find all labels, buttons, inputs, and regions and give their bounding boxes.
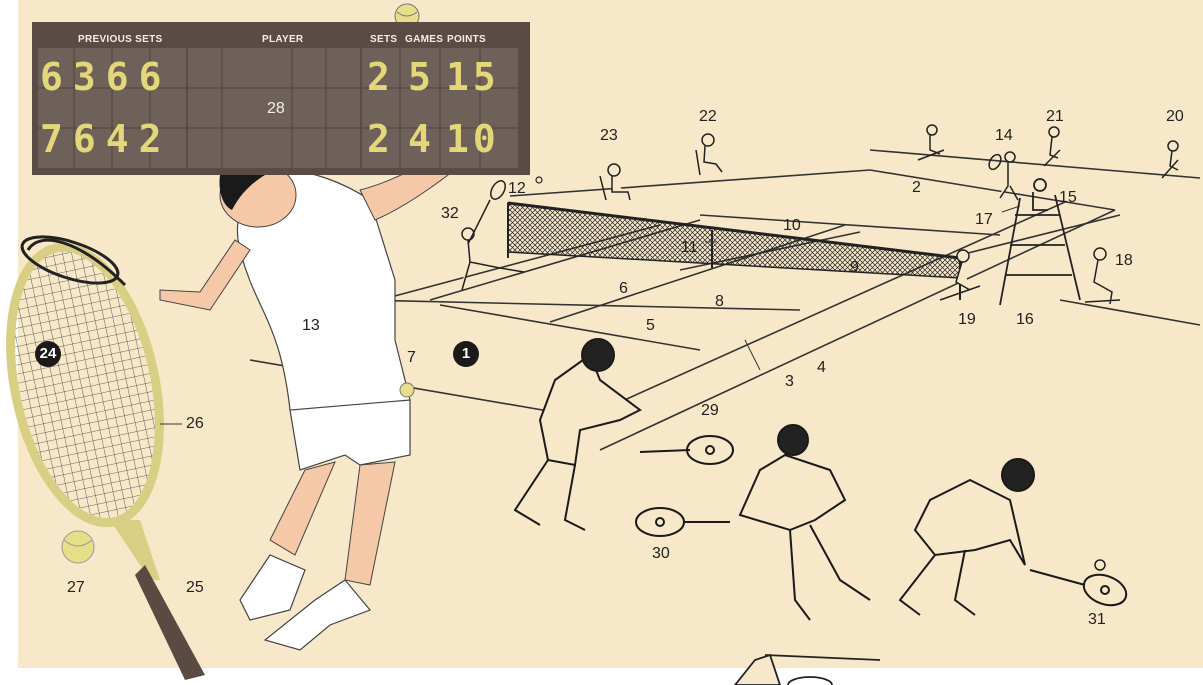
scoreboard-header-points: POINTS [447,34,486,45]
previous-sets-row2: 7642 [40,120,172,158]
sets-row2: 2 [367,120,388,158]
label-20: 20 [1166,109,1184,125]
label-15: 15 [1059,190,1077,206]
label-26: 26 [186,416,204,432]
label-30: 30 [652,546,670,562]
badge-1: 1 [453,341,479,367]
games-row2: 4 [408,120,429,158]
previous-sets-row1: 6366 [40,58,172,96]
label-17: 17 [975,212,993,228]
label-16: 16 [1016,312,1034,328]
label-18: 18 [1115,253,1133,269]
badge-24: 24 [35,341,61,367]
games-row1: 5 [408,58,429,96]
points-row1: 15 [446,58,500,96]
scoreboard-header-player: PLAYER [262,34,303,45]
tennis-ball-icon [400,383,414,397]
label-28: 28 [267,101,285,117]
points-row2: 10 [446,120,500,158]
label-2: 2 [912,180,921,196]
label-10: 10 [783,218,801,234]
label-3: 3 [785,374,794,390]
label-29: 29 [701,403,719,419]
label-32: 32 [441,206,459,222]
label-4: 4 [817,360,826,376]
scoreboard-header-sets: SETS [370,34,397,45]
tennis-ball-icon [62,531,94,563]
scoreboard-header-previous-sets: PREVIOUS SETS [78,34,162,45]
label-27: 27 [67,580,85,596]
label-14: 14 [995,128,1013,144]
label-22: 22 [699,109,717,125]
label-13: 13 [302,318,320,334]
label-25: 25 [186,580,204,596]
label-5: 5 [646,318,655,334]
label-31: 31 [1088,612,1106,628]
label-8: 8 [715,294,724,310]
label-6: 6 [619,281,628,297]
label-12: 12 [508,181,526,197]
label-19: 19 [958,312,976,328]
label-11: 11 [681,240,698,256]
label-23: 23 [600,128,618,144]
label-21: 21 [1046,109,1064,125]
scoreboard-header-games: GAMES [405,34,443,45]
label-9: 9 [850,260,859,276]
sets-row1: 2 [367,58,388,96]
label-7: 7 [407,350,416,366]
